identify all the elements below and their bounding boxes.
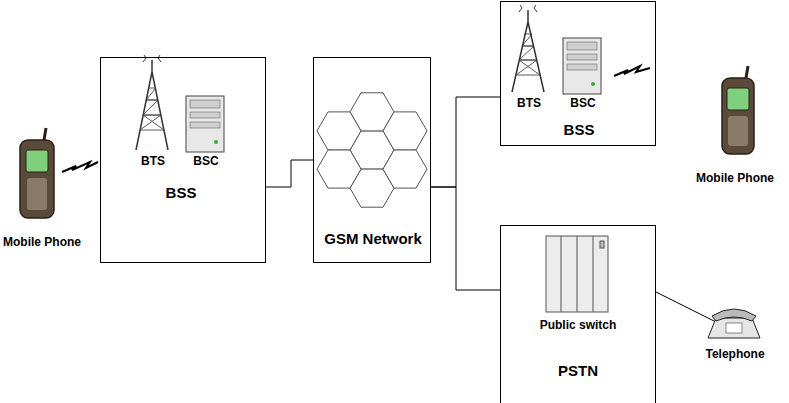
bss-label: BSS [564,121,595,138]
bss-label: BSS [166,184,197,201]
phone-label: Mobile Phone [3,236,81,250]
cell-hexagons [317,93,427,207]
bss-box: BTS BSC BSS [100,57,266,263]
phone-label: Mobile Phone [696,172,774,186]
cell-hexagon [383,150,427,188]
network-label: GSM Network [324,230,422,247]
pstn-box: Public switchPSTN [500,225,656,403]
public-switch-icon [546,236,608,312]
switch-label: Public switch [540,319,617,333]
bsc-server-icon [186,96,224,152]
telephone-wire [656,292,716,322]
cell-hexagon [317,112,361,150]
telephone-icon [708,309,760,338]
radio-link [614,66,650,76]
bsc-server-icon [563,38,601,94]
radio-link [62,162,98,172]
pstn-label: PSTN [558,362,598,379]
bts-tower-icon [136,55,168,150]
network-link [431,97,500,187]
bts-label: BTS [517,97,541,111]
mobile-phone-icon [20,128,54,218]
bts-tower-icon [512,5,544,92]
mobile-phone-icon [722,66,754,154]
network-box: GSM Network [313,57,431,263]
cell-hexagon [383,112,427,150]
bsc-label: BSC [193,155,218,169]
bss-box: BTS BSC BSS [500,1,656,146]
cell-hexagon [317,150,361,188]
network-link [431,187,500,290]
bts-label: BTS [141,155,165,169]
bsc-label: BSC [570,97,595,111]
network-link [266,160,313,187]
telephone-label: Telephone [705,348,764,362]
